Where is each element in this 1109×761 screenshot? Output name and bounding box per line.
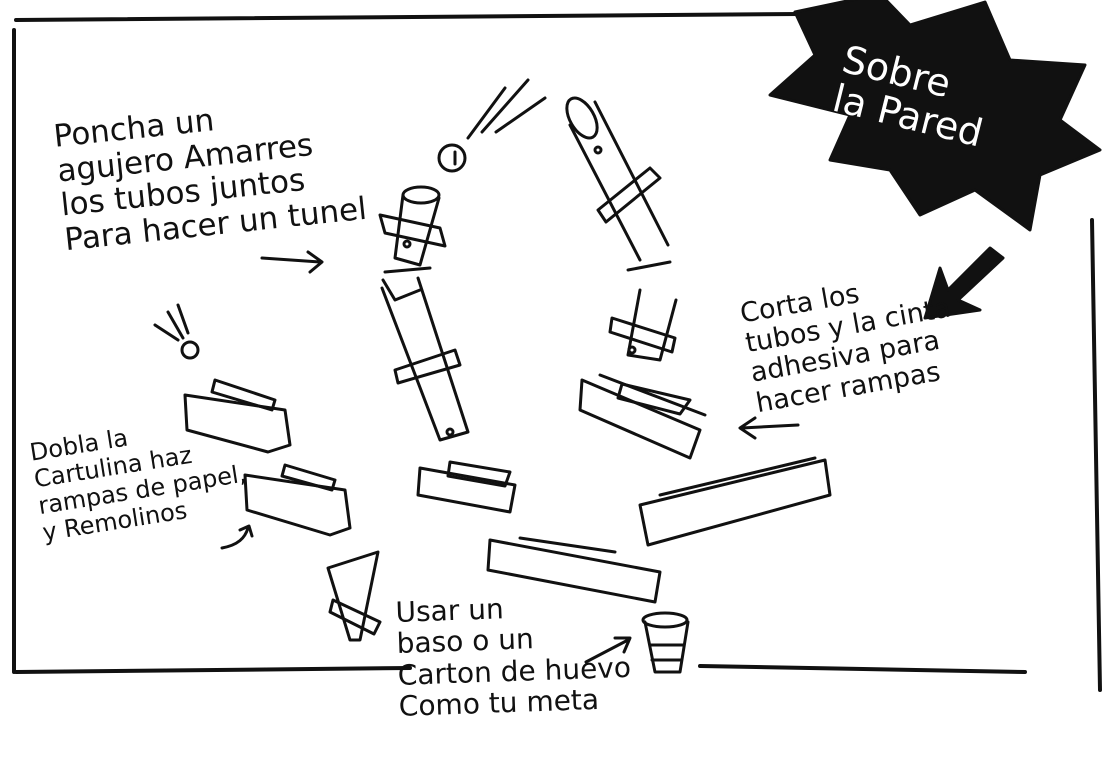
arrow-icon <box>740 418 798 438</box>
note-goal: Usar un baso o un Carton de huevo Como t… <box>395 589 633 723</box>
cone <box>328 552 380 640</box>
ramp <box>640 458 830 545</box>
ball-icon <box>439 80 545 171</box>
cup-icon <box>643 613 688 672</box>
ramp <box>418 462 515 512</box>
left-tube-tunnel <box>380 187 468 440</box>
arrow-icon <box>262 252 322 272</box>
ramp <box>580 375 705 458</box>
arrow-icon <box>222 526 252 548</box>
right-tube-tunnel <box>561 93 676 360</box>
ball-icon <box>155 305 198 358</box>
paper-ramp <box>245 465 350 535</box>
